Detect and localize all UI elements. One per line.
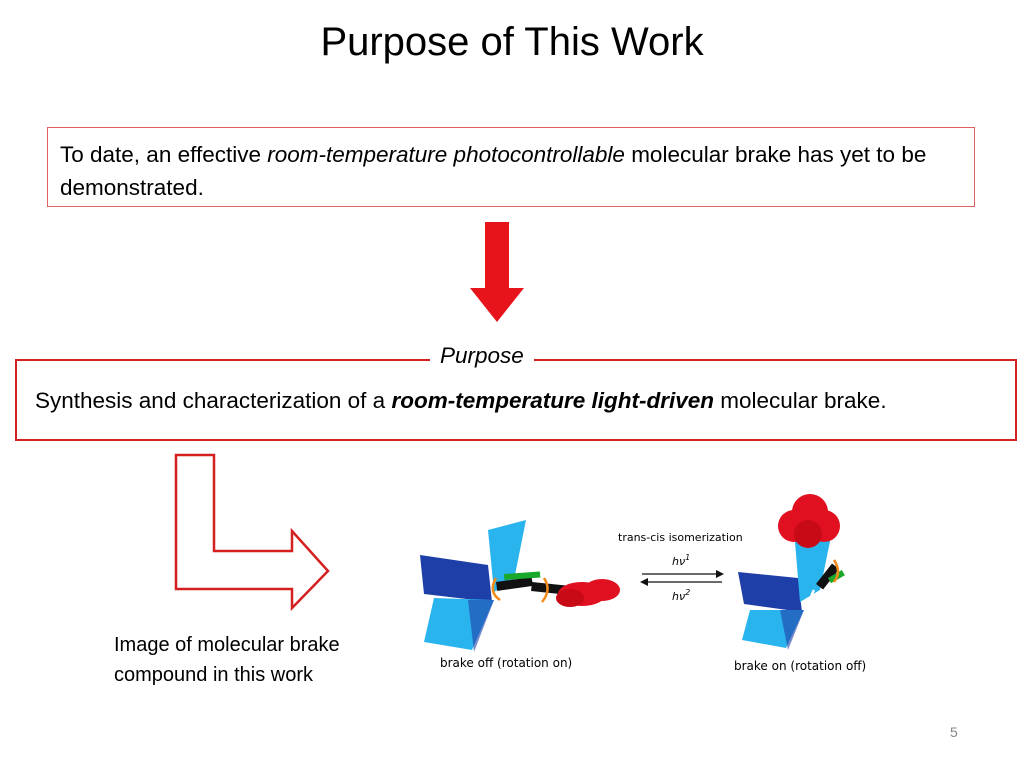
purpose-text-emphasis: room-temperature light-driven xyxy=(391,388,714,413)
purpose-legend: Purpose xyxy=(430,343,534,369)
bent-right-arrow-icon xyxy=(174,453,330,612)
intro-statement-box: To date, an effective room-temperature p… xyxy=(47,127,975,207)
purpose-text-prefix: Synthesis and characterization of a xyxy=(35,388,392,413)
figure-caption: Image of molecular brake compound in thi… xyxy=(114,634,340,686)
slide-title: Purpose of This Work xyxy=(320,20,704,64)
rotation-arrow-icon xyxy=(491,577,501,602)
rotation-arrow-icon xyxy=(541,577,549,603)
molecular-brake-figure: brake off (rotation on) trans-cis isomer… xyxy=(420,494,866,673)
down-arrow-icon xyxy=(470,222,524,322)
brake-on-molecule xyxy=(738,494,845,650)
forward-light-label: hν1 xyxy=(672,553,690,568)
brake-on-label: brake on (rotation off) xyxy=(734,659,866,673)
intro-text-emphasis: room-temperature photocontrollable xyxy=(267,142,625,167)
intro-text-suffix: molecular brake has yet to be demonstrat… xyxy=(60,142,927,200)
isomerization-label: trans-cis isomerization xyxy=(618,531,743,544)
intro-text-prefix: To date, an effective xyxy=(60,142,268,167)
brake-off-label: brake off (rotation on) xyxy=(440,656,572,670)
purpose-statement: Synthesis and characterization of a room… xyxy=(35,388,887,414)
page-number: 5 xyxy=(950,724,958,740)
rotation-arrow-icon xyxy=(809,589,819,612)
reverse-light-label: hν2 xyxy=(672,588,690,603)
rotation-arrow-icon xyxy=(832,559,840,583)
brake-off-molecule xyxy=(420,520,620,652)
purpose-text-suffix: molecular brake. xyxy=(714,388,887,413)
